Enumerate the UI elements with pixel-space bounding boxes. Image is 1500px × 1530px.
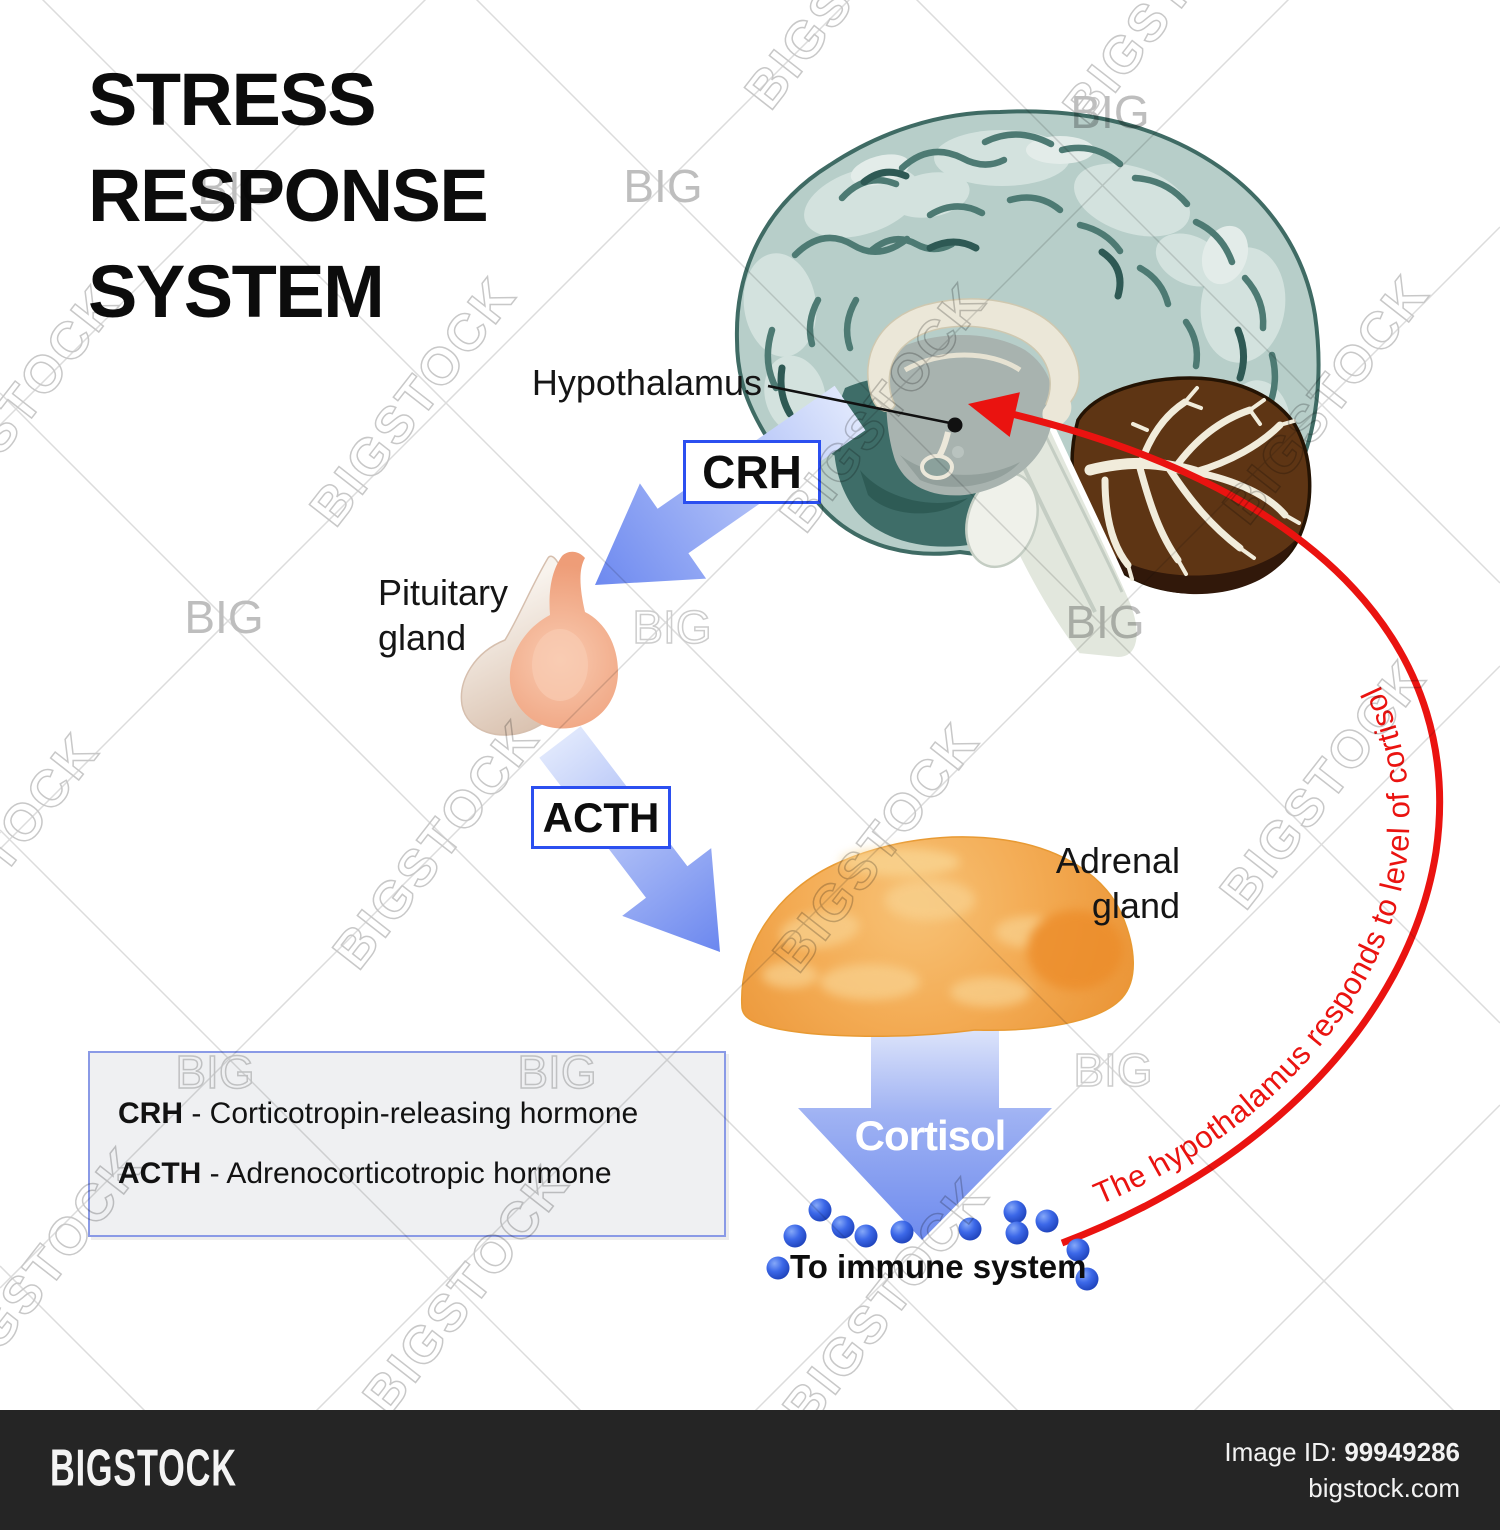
footer-bar: BIGSTOCK Image ID: 99949286 bigstock.com <box>0 1410 1500 1530</box>
acth-box: ACTH <box>531 786 671 849</box>
feedback-label: The hypothalamus responds to level of co… <box>1088 681 1416 1211</box>
image-id: Image ID: 99949286 <box>1224 1437 1460 1467</box>
legend-item-acth: ACTH - Adrenocorticotropic hormone <box>118 1157 612 1190</box>
abbreviation-legend: CRH - Corticotropin-releasing hormone AC… <box>88 1051 726 1237</box>
to-immune-system-label: To immune system <box>790 1248 1087 1285</box>
page-title: STRESS RESPONSE SYSTEM <box>88 52 489 340</box>
title-line-1: STRESS <box>88 58 377 141</box>
legend-item-crh: CRH - Corticotropin-releasing hormone <box>118 1097 639 1130</box>
brain-illustration <box>734 109 1321 664</box>
bigstock-logo: BIGSTOCK <box>50 1439 237 1498</box>
adrenal-label: Adrenal gland <box>1055 840 1180 926</box>
hypothalamus-label: Hypothalamus <box>531 362 762 403</box>
cortisol-label: Cortisol <box>854 1112 1007 1159</box>
pituitary-label: Pituitary gland <box>378 572 509 658</box>
crh-box: CRH <box>683 440 821 504</box>
website-url: bigstock.com <box>1308 1473 1460 1503</box>
title-line-3: SYSTEM <box>88 250 385 333</box>
acth-label: ACTH <box>542 793 660 841</box>
title-line-2: RESPONSE <box>88 154 489 237</box>
crh-label: CRH <box>702 446 802 498</box>
